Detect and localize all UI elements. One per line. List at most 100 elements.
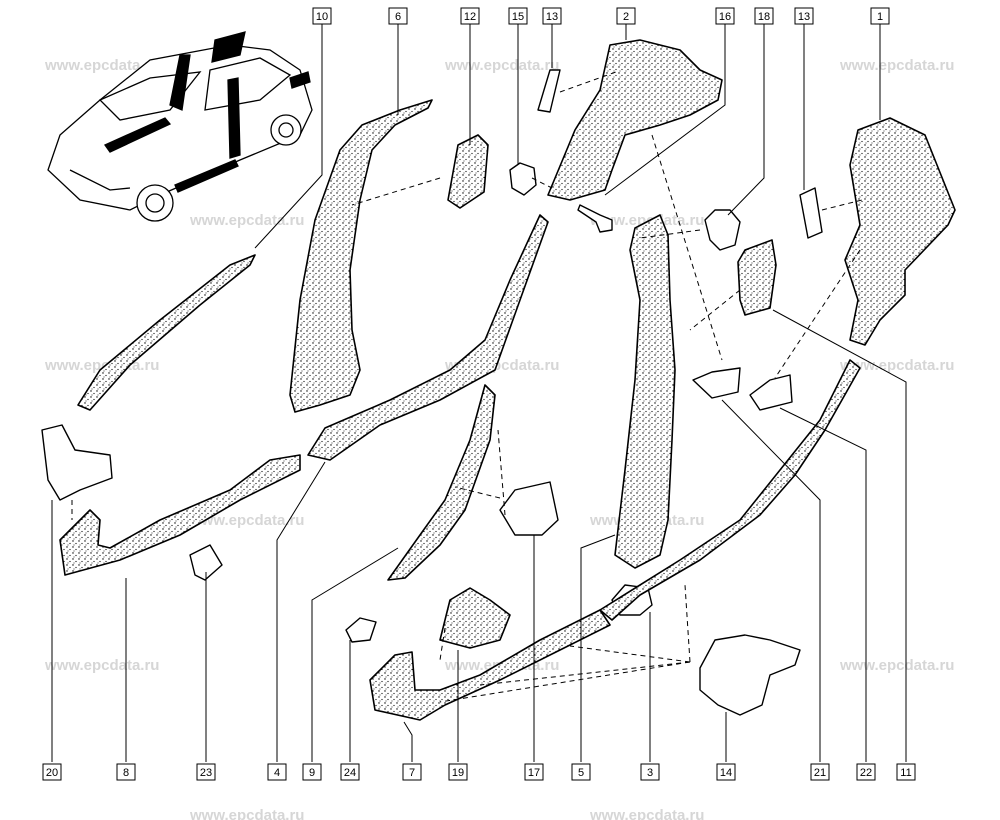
part-12-panel: [447, 134, 489, 209]
part-22-clip: [749, 374, 793, 411]
watermark-text: www.epcdata.ru: [839, 657, 954, 674]
callout-12: 12: [460, 7, 480, 25]
callout-box: [508, 7, 528, 25]
callout-2: 2: [616, 7, 636, 25]
assembly-lines: [71, 71, 863, 703]
callout-20: 20: [42, 763, 62, 781]
callout-label: 13: [546, 11, 558, 23]
callout-box: [640, 763, 660, 781]
watermark-text: www.epcdata.ru: [589, 212, 704, 229]
callout-box: [716, 763, 736, 781]
callout-23: 23: [196, 763, 216, 781]
part-18-round-clip: [704, 209, 741, 251]
screw: [577, 204, 613, 233]
callout-box: [896, 763, 916, 781]
watermark-text: www.epcdata.ru: [589, 807, 704, 820]
callout-label: 4: [274, 767, 280, 779]
callout-box: [810, 763, 830, 781]
part-19-bracket: [439, 587, 511, 649]
watermark-text: www.epcdata.ru: [189, 212, 304, 229]
callout-label: 23: [200, 767, 212, 779]
callout-box: [571, 763, 591, 781]
watermark-text: www.epcdata.ru: [189, 512, 304, 529]
part-9-strip: [387, 384, 496, 581]
callout-22: 22: [856, 763, 876, 781]
part-10-strip: [77, 254, 256, 411]
callout-label: 18: [758, 11, 770, 23]
callout-9: 9: [302, 763, 322, 781]
part-13-clip-top: [537, 69, 561, 113]
callout-6: 6: [388, 7, 408, 25]
callout-13: 13: [542, 7, 562, 25]
callout-box: [448, 763, 468, 781]
part-6-a-pillar: [289, 99, 433, 413]
watermark-text: www.epcdata.ru: [44, 57, 159, 74]
callout-box: [794, 7, 814, 25]
watermark-text: www.epcdata.ru: [44, 657, 159, 674]
callout-label: 2: [623, 11, 629, 23]
part-24-clip: [345, 617, 377, 643]
callout-15: 15: [508, 7, 528, 25]
callout-box: [196, 763, 216, 781]
callout-7: 7: [402, 763, 422, 781]
watermark-text: www.epcdata.ru: [839, 57, 954, 74]
part-21-clip: [692, 367, 741, 399]
leader-lines: [51, 22, 907, 762]
callout-box: [302, 763, 322, 781]
callout-box: [267, 763, 287, 781]
callout-16: 16: [715, 7, 735, 25]
callout-label: 16: [719, 11, 731, 23]
callout-11: 11: [896, 763, 916, 781]
callout-box: [542, 7, 562, 25]
callout-label: 17: [528, 767, 540, 779]
callout-21: 21: [810, 763, 830, 781]
callout-box: [460, 7, 480, 25]
callout-label: 3: [647, 767, 653, 779]
callout-label: 15: [512, 11, 524, 23]
callout-box: [402, 763, 422, 781]
callout-label: 14: [720, 767, 732, 779]
callout-13: 13: [794, 7, 814, 25]
part-2-quarter-trim: [547, 39, 723, 201]
callout-label: 8: [123, 767, 129, 779]
callout-5: 5: [571, 763, 591, 781]
callout-4: 4: [267, 763, 287, 781]
car-thumbnail: [47, 31, 313, 222]
callout-label: 19: [452, 767, 464, 779]
callout-box: [754, 7, 774, 25]
part-4-sill-center: [307, 214, 549, 461]
callout-label: 1: [877, 11, 883, 23]
callout-box: [388, 7, 408, 25]
callout-label: 9: [309, 767, 315, 779]
callout-label: 10: [316, 11, 328, 23]
callout-label: 11: [900, 767, 911, 779]
part-17-bracket: [499, 481, 559, 536]
callout-label: 7: [409, 767, 415, 779]
callout-box: [715, 7, 735, 25]
callout-label: 12: [464, 11, 476, 23]
part-14-bracket: [699, 634, 801, 716]
callout-1: 1: [870, 7, 890, 25]
part-13-clip-right: [799, 187, 823, 239]
callout-label: 6: [395, 11, 401, 23]
callout-label: 24: [344, 767, 356, 779]
callout-label: 22: [860, 767, 872, 779]
watermark-text: www.epcdata.ru: [444, 57, 559, 74]
callout-18: 18: [754, 7, 774, 25]
callout-24: 24: [340, 763, 360, 781]
callout-box: [116, 763, 136, 781]
callout-label: 21: [814, 767, 826, 779]
callout-19: 19: [448, 763, 468, 781]
callout-box: [616, 7, 636, 25]
callout-17: 17: [524, 763, 544, 781]
watermark-text: www.epcdata.ru: [189, 807, 304, 820]
callout-box: [524, 763, 544, 781]
part-8-front-sill: [59, 454, 301, 576]
part-21-sill-rear: [599, 359, 861, 621]
callout-layer: 10 6 12 15 13 2 16 18 13 1 20 8 23 4 9 24 7 19 17 5 3 14 21 22 1…: [42, 7, 916, 781]
callout-box: [856, 763, 876, 781]
callout-label: 13: [798, 11, 810, 23]
callout-label: 5: [578, 767, 584, 779]
